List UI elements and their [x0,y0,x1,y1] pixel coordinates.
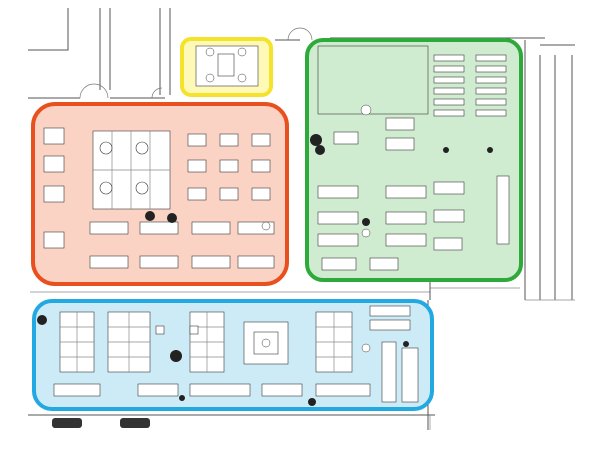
red-zone-furniture [43,127,275,269]
zone-red-border [31,102,289,286]
zone-green-border [305,38,523,282]
zone-blue-border [32,299,434,411]
blue-zone-furniture [53,305,419,403]
green-zone-furniture [317,45,510,271]
zone-yellow-border [180,37,273,97]
vehicle-icon [52,418,150,428]
plant-icon [37,134,493,406]
zone-green [307,40,521,280]
yellow-room-furniture [195,45,259,87]
